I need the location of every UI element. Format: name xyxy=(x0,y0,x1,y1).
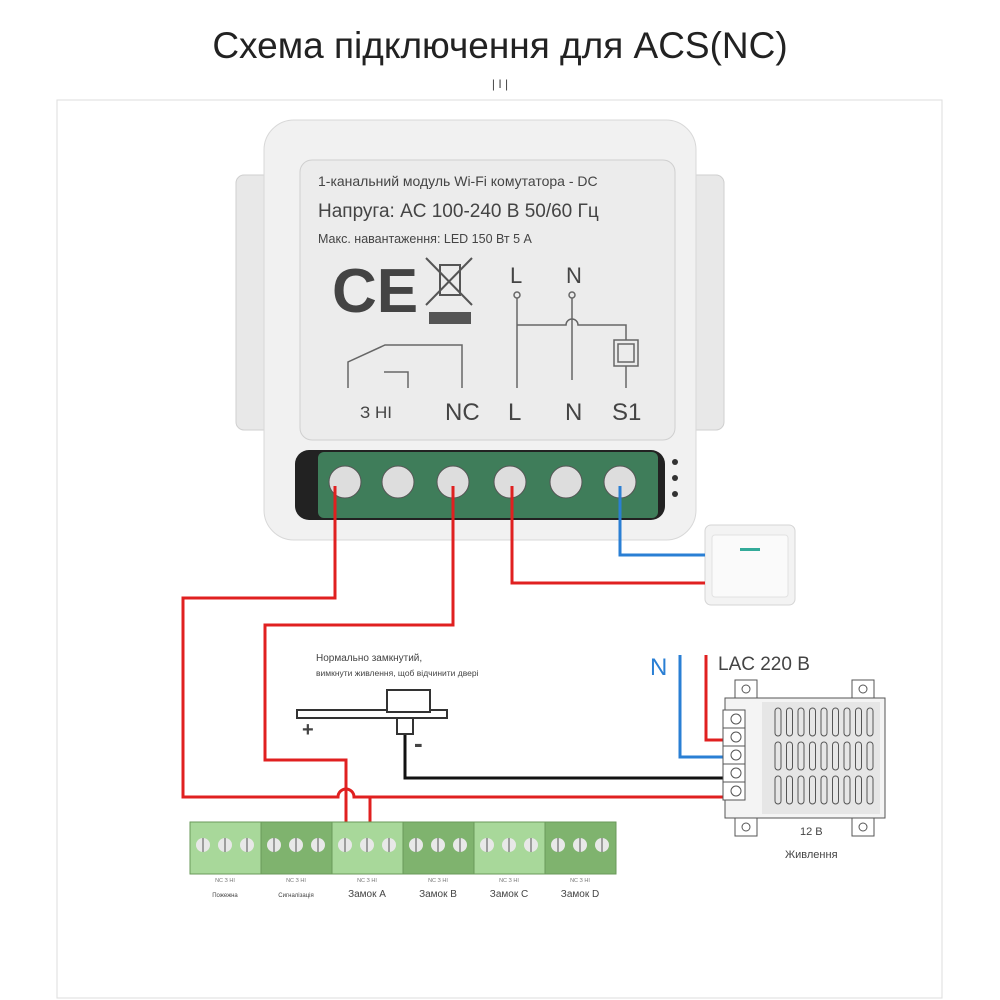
page-title: Схема підключення для ACS(NC) xyxy=(212,25,787,66)
terminal-label-zni: З НІ xyxy=(360,403,392,422)
mark: | I | xyxy=(492,77,508,91)
section-label: Пожежна xyxy=(212,893,238,899)
pin-label: NC З НІ xyxy=(570,878,590,884)
wall-switch xyxy=(704,524,796,606)
label-top-l: L xyxy=(510,263,522,288)
module-max-load: Макс. навантаження: LED 150 Вт 5 А xyxy=(318,232,533,246)
power-supply: 12 В Живлення xyxy=(722,679,886,861)
section-label: Замок B xyxy=(419,889,457,900)
lock-note-1: Нормально замкнутий, xyxy=(316,653,422,664)
pin-label: NC З НІ xyxy=(215,878,235,884)
controller-section: NC З НІ Замок D xyxy=(544,821,617,900)
controller-section: NC З НІ Пожежна xyxy=(189,821,262,899)
ce-mark-icon: CE xyxy=(332,257,418,326)
wire-nc-red xyxy=(263,486,455,848)
controller-section: NC З НІ Замок A xyxy=(331,821,404,900)
wires xyxy=(181,486,735,848)
wire-zni-red xyxy=(181,486,735,799)
pin-label: NC З НІ xyxy=(286,878,306,884)
module-circuit-symbol xyxy=(347,291,639,388)
wire-l-red xyxy=(510,486,705,585)
section-label: Сигналізація xyxy=(278,893,313,899)
frame xyxy=(56,99,943,999)
wire-minus-black xyxy=(403,735,735,780)
lock-plus: + xyxy=(302,719,314,741)
label-top-n: N xyxy=(566,263,582,288)
section-label: Замок D xyxy=(561,889,599,900)
pin-label: NC З НІ xyxy=(357,878,377,884)
psu-voltage: 12 В xyxy=(800,826,823,838)
pin-label: NC З НІ xyxy=(499,878,519,884)
electric-lock: Нормально замкнутий, вимкнути живлення, … xyxy=(296,653,479,758)
module-voltage: Напруга: AC 100-240 В 50/60 Гц xyxy=(318,201,599,222)
controller-section: NC З НІ Замок C xyxy=(473,821,546,900)
wifi-switch-module: 1-канальний модуль Wi-Fi комутатора - DC… xyxy=(235,119,725,541)
section-label: Замок A xyxy=(348,889,386,900)
mains-n-label: N xyxy=(650,654,667,681)
psu-label: Живлення xyxy=(785,849,838,861)
terminal-label-n: N xyxy=(565,399,582,426)
wire-n-blue xyxy=(678,655,735,759)
lock-minus: - xyxy=(414,728,423,758)
pin-label: NC З НІ xyxy=(428,878,448,884)
weee-bin-icon xyxy=(425,257,473,324)
terminal-label-l: L xyxy=(508,399,521,426)
terminal-label-s1: S1 xyxy=(612,399,641,426)
lock-note-2: вимкнути живлення, щоб відчинити двері xyxy=(316,668,479,678)
module-title: 1-канальний модуль Wi-Fi комутатора - DC xyxy=(318,173,598,189)
mains-l-label: LAC 220 В xyxy=(718,654,810,675)
controller-section: NC З НІ Замок B xyxy=(402,821,475,900)
wire-s1-blue xyxy=(618,486,705,557)
section-label: Замок C xyxy=(490,889,528,900)
terminal-label-nc: NC xyxy=(445,399,480,426)
controller-section: NC З НІ Сигналізація xyxy=(260,821,333,899)
